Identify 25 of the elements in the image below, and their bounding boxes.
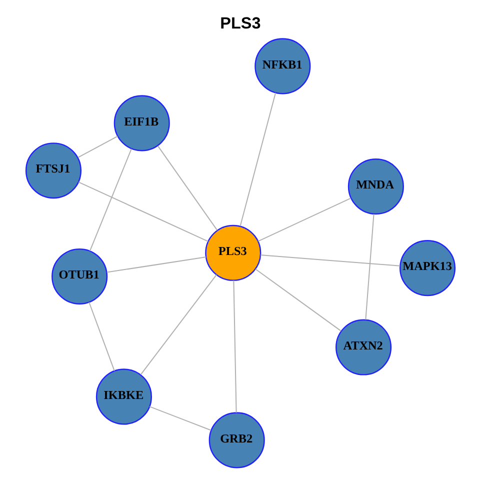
node-circle: IKBKE [95, 368, 152, 425]
node-circle: PLS3 [204, 224, 261, 281]
connector [232, 280, 236, 413]
node-circle: NFKB1 [254, 38, 310, 94]
connector [140, 274, 216, 375]
connector [257, 198, 351, 242]
connector [254, 268, 341, 332]
node-circle: OTUB1 [51, 248, 108, 304]
connector [88, 148, 132, 252]
connector [156, 146, 218, 231]
connector [88, 302, 114, 372]
node-circle: EIF1B [113, 95, 170, 152]
node-circle: MNDA [347, 158, 404, 215]
connector [77, 136, 118, 158]
connector [106, 256, 206, 273]
connector [239, 92, 276, 226]
node-circle: ATXN2 [335, 319, 392, 376]
connector [78, 182, 208, 242]
connector [148, 406, 211, 431]
node-circle: MAPK13 [399, 240, 456, 296]
node-circle: GRB2 [208, 412, 264, 468]
connector [260, 254, 400, 266]
node-circle: FTSJ1 [24, 142, 81, 199]
diagram-title: PLS3 [220, 14, 260, 32]
connector [364, 214, 374, 320]
